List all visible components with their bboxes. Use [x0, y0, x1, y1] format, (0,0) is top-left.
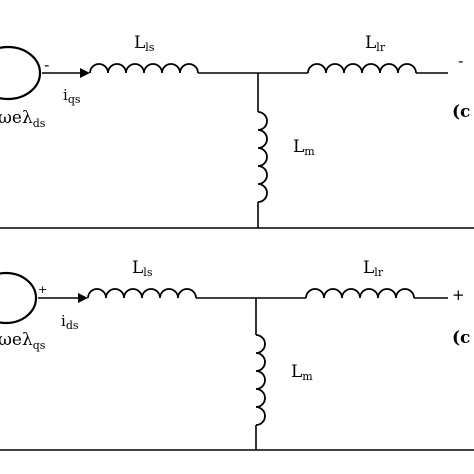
q-rotor-inductor-label: Llr [365, 33, 386, 54]
q-mag-inductor-label: Lm [293, 137, 315, 158]
d-source-sign: + [38, 283, 47, 296]
q-stator-inductor-label: Lls [134, 33, 155, 54]
d-mag-inductor-label: Lm [291, 362, 313, 383]
d-mag-inductor [255, 334, 266, 426]
d-stator-inductor-label: Lls [132, 258, 153, 279]
q-source-label: ωeλds [0, 108, 46, 130]
q-right-sign: - [458, 52, 463, 70]
d-right-sign: + [452, 286, 465, 304]
d-right-label: (c [452, 328, 470, 348]
q-right-label: (c [452, 102, 470, 122]
q-source-sign: - [44, 56, 49, 74]
q-axis-circuit: - ωeλds iqs Lls Llr - (c Lm [0, 33, 474, 229]
q-voltage-source [0, 45, 42, 101]
d-axis-circuit: + ωeλqs ids Lls Llr + (c Lm [0, 258, 474, 451]
q-current-label: iqs [63, 86, 81, 106]
q-stator-inductor [89, 63, 199, 74]
q-current-arrowhead [80, 68, 90, 78]
d-current-arrowhead [78, 293, 88, 303]
d-rotor-inductor [305, 288, 415, 299]
d-stator-inductor [87, 288, 197, 299]
q-mag-inductor [257, 111, 268, 203]
d-rotor-inductor-label: Llr [363, 258, 384, 279]
d-current-label: ids [61, 312, 79, 332]
d-source-label: ωeλqs [0, 330, 46, 352]
q-rotor-inductor [307, 63, 417, 74]
d-voltage-source [0, 271, 38, 325]
